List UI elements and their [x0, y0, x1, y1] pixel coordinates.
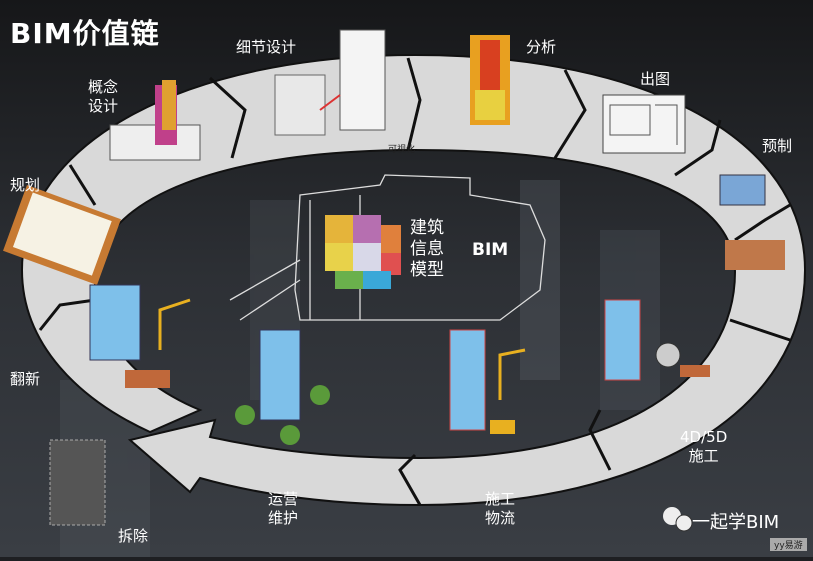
prefabrication-icon — [719, 174, 785, 270]
stage-renovation: 翻新 — [10, 370, 41, 388]
center-line-1: 建筑 — [410, 218, 444, 238]
stage-label: 物流 — [485, 509, 516, 527]
bim-cube-icon — [325, 215, 401, 289]
visualization-label: 可视化 — [388, 145, 416, 155]
watermark-account: 一起学BIM — [692, 512, 780, 533]
stage-operation-maintenance: 运营 维护 — [268, 490, 298, 528]
stage-label: 运营 — [268, 490, 299, 508]
wechat-icon — [663, 507, 693, 532]
stage-label: 施工 — [485, 490, 516, 508]
stage-drawings: 出图 — [640, 70, 671, 88]
stage-planning: 规划 — [10, 176, 41, 194]
logistics-icon — [449, 329, 526, 434]
stage-label: 设计 — [88, 97, 119, 115]
stage-prefabrication: 预制 — [762, 137, 793, 155]
construction-icon — [604, 299, 710, 381]
stage-4d5d-construction: 4D/5D 施工 — [680, 428, 727, 466]
stage-construction-logistics: 施工 物流 — [485, 490, 515, 528]
drawings-icon — [602, 94, 686, 154]
stage-analysis: 分析 — [526, 38, 557, 56]
analysis-icon — [470, 35, 510, 125]
demolition-icon — [49, 439, 106, 526]
stage-concept-design: 概念 设计 — [88, 78, 118, 116]
value-chain-ring — [20, 53, 807, 507]
planning-clipboard-icon — [3, 185, 121, 285]
stage-detail-design: 细节设计 — [236, 38, 297, 56]
stage-label: 概念 — [88, 78, 119, 96]
stage-label: 维护 — [268, 509, 299, 527]
watermark-source: yy易游 — [770, 538, 807, 551]
renovation-icon — [89, 284, 191, 388]
diagram-title: BIM价值链 — [10, 17, 160, 50]
stage-label: 4D/5D — [680, 428, 728, 446]
building-wireframe — [229, 174, 546, 321]
center-line-2: 信息 — [410, 239, 444, 259]
stage-demolition: 拆除 — [118, 527, 149, 545]
operation-icon — [235, 329, 330, 445]
bim-center-label: 建筑 信息 模型 — [410, 218, 444, 281]
stage-dividers — [38, 57, 791, 506]
bim-label: BIM — [472, 240, 509, 260]
center-line-3: 模型 — [410, 260, 444, 280]
stage-label: 施工 — [688, 447, 719, 465]
detail-design-icon — [274, 29, 386, 136]
concept-design-icon — [109, 80, 201, 161]
